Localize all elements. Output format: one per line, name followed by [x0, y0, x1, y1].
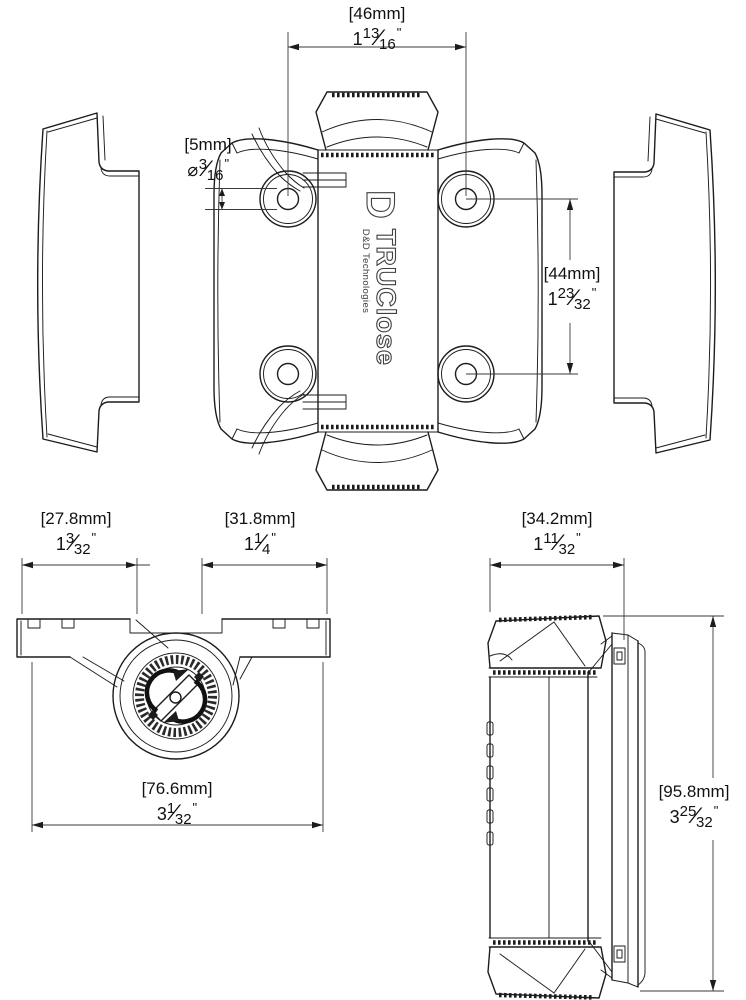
metric-value: [46mm] [348, 4, 406, 23]
brand-logo: D TRUClose D&D Technologies [324, 189, 402, 390]
imperial-value: 11⁄4" [243, 530, 276, 559]
side-view [486, 614, 646, 1000]
dim-44mm-lines [466, 198, 578, 375]
dimension-label-top-hole-spacing: [46mm] 113⁄16" [310, 3, 444, 55]
metric-value: [95.8mm] [658, 782, 730, 801]
imperial-value: 123⁄32" [547, 285, 597, 314]
imperial-value: 325⁄32" [669, 803, 719, 832]
dim-27.8mm-lines [21, 558, 150, 614]
dimension-label-overall-height: [95.8mm] 325⁄32" [634, 781, 746, 833]
dimension-label-side-hole-spacing: [44mm] 123⁄32" [512, 263, 632, 315]
dimension-label-hole-diameter: [5mm] ⌀3⁄16" [156, 134, 260, 186]
dim-5mm-lines [205, 188, 277, 210]
tension-adjuster-knob [112, 632, 240, 760]
dim-34.2mm-lines [489, 558, 625, 640]
imperial-value: 31⁄32" [156, 800, 198, 829]
rotate-arrow-icon [169, 679, 208, 724]
dd-logo-icon: D [357, 189, 402, 219]
dim-95.8mm-lines [603, 615, 724, 992]
dimension-label-hinge-depth: [34.2mm] 111⁄32" [497, 508, 617, 560]
screw-hole-bottom-left [259, 345, 317, 403]
metric-value: [27.8mm] [40, 509, 112, 528]
dimension-label-overall-width: [76.6mm] 31⁄32" [112, 778, 242, 830]
left-leaf-side-view [37, 112, 140, 453]
right-leaf-side-view [613, 113, 716, 454]
top-view [16, 618, 331, 760]
imperial-value: ⌀3⁄16" [186, 156, 230, 185]
dimension-label-leaf-width: [27.8mm] 13⁄32" [16, 508, 136, 560]
metric-value: [5mm] [184, 135, 232, 154]
metric-value: [76.6mm] [141, 779, 213, 798]
company-name: D&D Technologies [359, 228, 371, 314]
dim-76.6mm-lines [31, 662, 324, 832]
rotate-arrow-icon [144, 668, 183, 713]
imperial-value: 113⁄16" [352, 25, 402, 54]
dim-46mm-lines [287, 32, 467, 196]
imperial-value: 111⁄32" [533, 530, 581, 559]
metric-value: [31.8mm] [224, 509, 296, 528]
adjuster-text-ring [135, 655, 217, 737]
metric-value: [44mm] [543, 264, 601, 283]
product-name: TRUClose [370, 228, 401, 366]
metric-value: [34.2mm] [521, 509, 593, 528]
dimension-label-body-width: [31.8mm] 11⁄4" [200, 508, 320, 560]
imperial-value: 13⁄32" [55, 530, 97, 559]
dim-31.8mm-lines [201, 558, 328, 614]
